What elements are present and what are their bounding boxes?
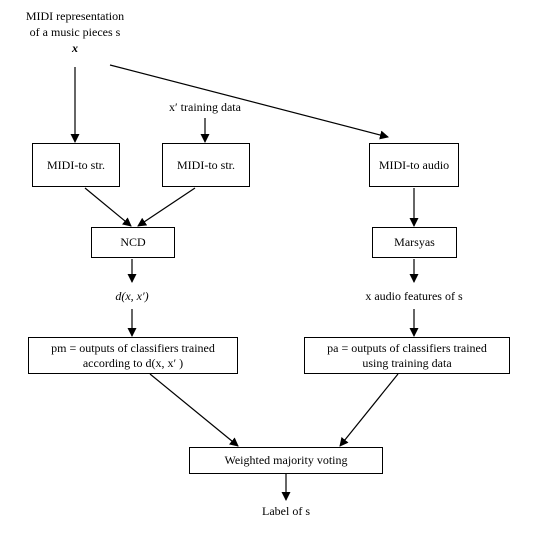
pm-box-line-2: according to d(x, x′ )	[82, 355, 184, 370]
midi-to-str-box-2-label: MIDI-to str.	[177, 157, 235, 172]
midi-to-str-box-2: MIDI-to str.	[162, 143, 250, 187]
pa-box-line-1: pa = outputs of classifiers trained	[327, 340, 487, 355]
pm-box-line-1: pm = outputs of classifiers trained	[51, 340, 215, 355]
pm-box: pm = outputs of classifiers trained acco…	[28, 337, 238, 374]
arrow-input-to-midi-audio	[109, 64, 389, 140]
distance-label: d(x, x′)	[115, 289, 149, 303]
output-label: Label of s	[262, 504, 310, 518]
midi-to-audio-box-label: MIDI-to audio	[378, 157, 450, 172]
input-variable: x	[72, 41, 78, 55]
audio-features-label: x audio features of s	[365, 289, 463, 303]
ncd-box-label: NCD	[120, 235, 146, 249]
pa-box: pa = outputs of classifiers trained usin…	[304, 337, 510, 374]
input-line-1: MIDI representation	[25, 9, 125, 23]
arrow-pa-to-voting	[339, 373, 399, 447]
midi-to-audio-box: MIDI-to audio	[369, 143, 459, 187]
marsyas-box-label: Marsyas	[394, 235, 435, 249]
input-label: MIDI representation of a music pieces s …	[20, 8, 130, 56]
weighted-voting-box: Weighted majority voting	[189, 447, 383, 474]
weighted-voting-box-label: Weighted majority voting	[224, 453, 348, 467]
marsyas-box: Marsyas	[372, 227, 457, 258]
training-data-label: x′ training data	[169, 100, 241, 114]
input-line-2: of a music pieces s	[29, 25, 121, 39]
arrow-pm-to-voting	[149, 373, 239, 447]
arrow-midi-str1-to-ncd	[84, 187, 132, 227]
ncd-box: NCD	[91, 227, 175, 258]
midi-to-str-box-1: MIDI-to str.	[32, 143, 120, 187]
midi-to-str-box-1-label: MIDI-to str.	[47, 157, 105, 172]
pa-box-line-2: using training data	[362, 355, 452, 370]
arrow-midi-str2-to-ncd	[137, 187, 196, 227]
